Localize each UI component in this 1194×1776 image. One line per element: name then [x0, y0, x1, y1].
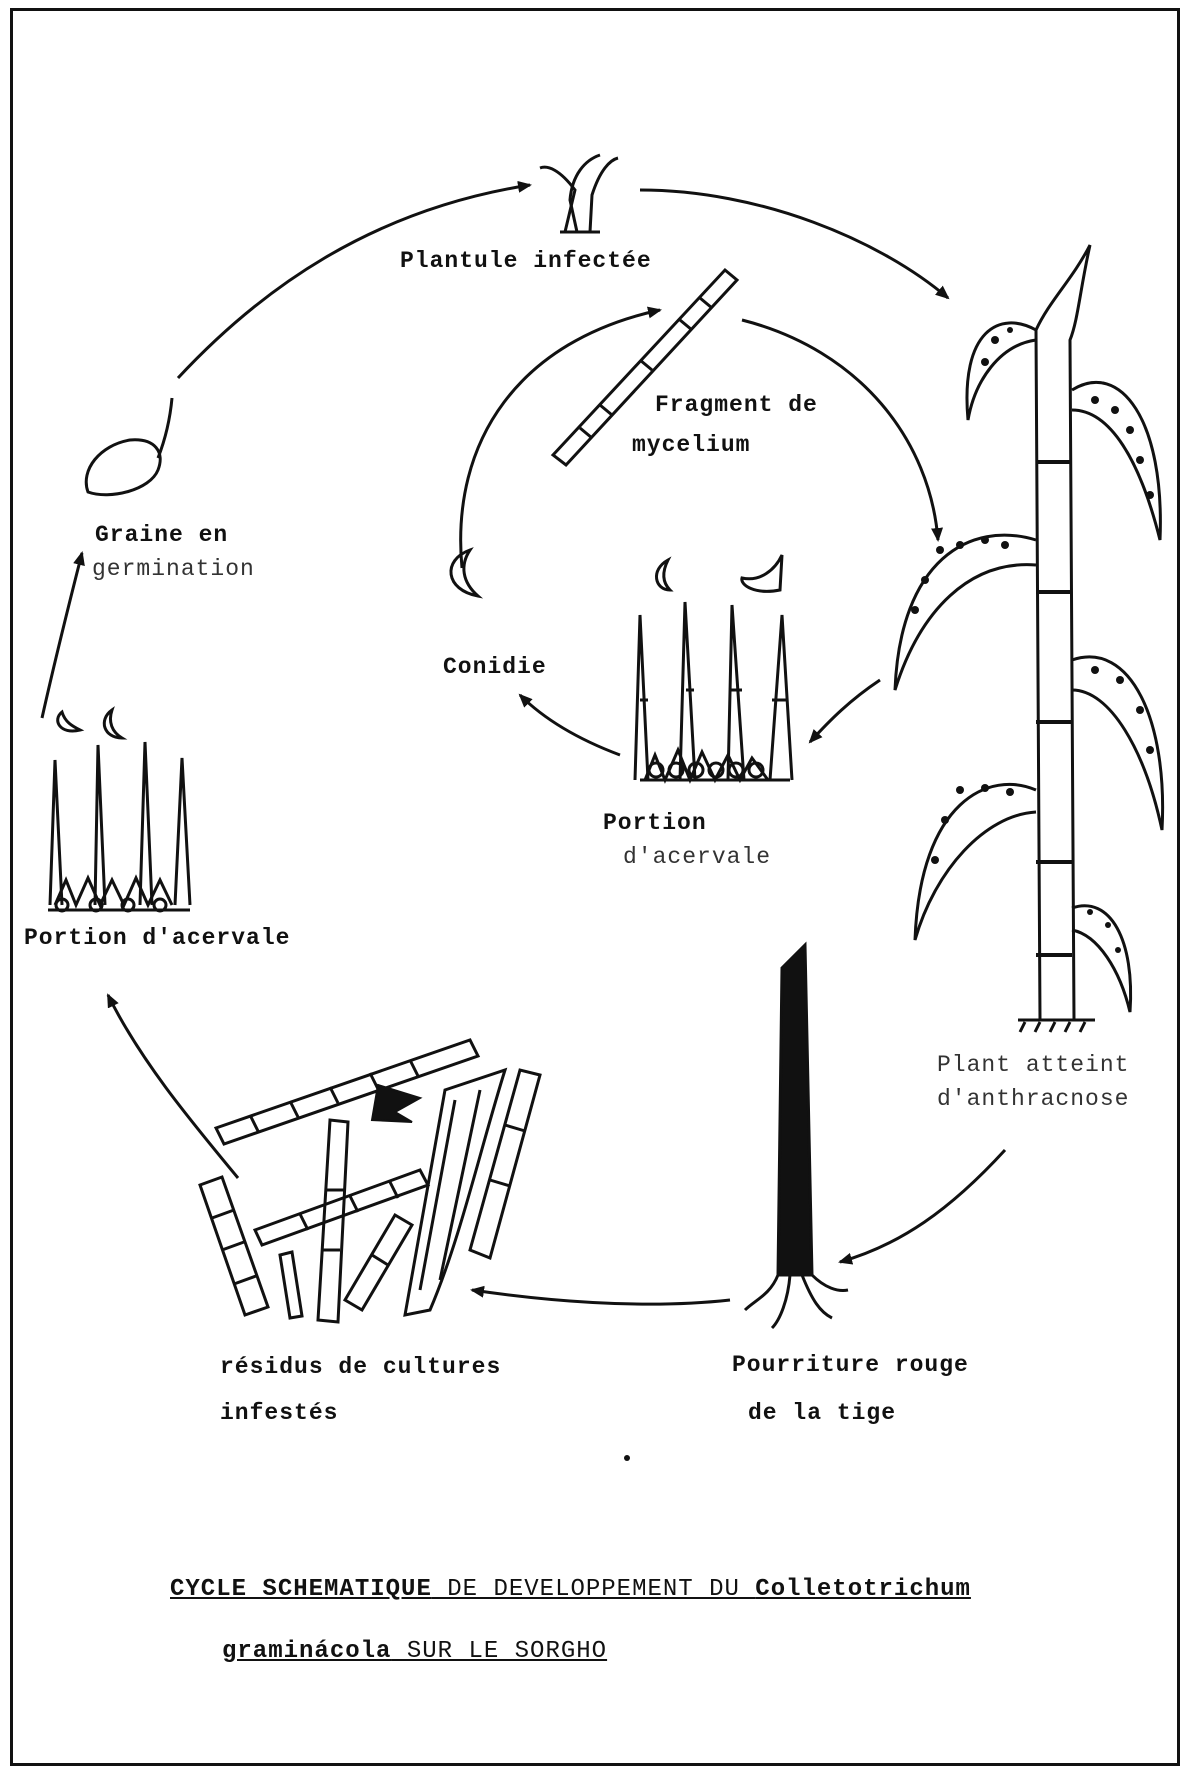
figure-caption-line2: graminácola SUR LE SORGHO [222, 1638, 607, 1665]
conidium [451, 550, 478, 596]
label-conidium: Conidie [443, 654, 547, 680]
figure-caption-line1: CYCLE SCHEMATIQUE DE DEVELOPPEMENT DU Co… [170, 1576, 971, 1603]
acervulus-center [635, 555, 792, 780]
label-mycelium-fragment-line2: mycelium [632, 432, 750, 458]
caption-species: graminácola [222, 1638, 391, 1665]
label-stalk-rot-line1: Pourriture rouge [732, 1352, 969, 1378]
label-acervulus-left: Portion d'acervale [24, 925, 290, 951]
arrow-plant-to-acervulus [810, 680, 880, 742]
infected-seedling [540, 155, 618, 232]
label-plant-line1: Plant atteint [937, 1052, 1129, 1078]
label-stalk-rot-line2: de la tige [748, 1400, 896, 1426]
caption-genus: Colletotrichum [755, 1576, 971, 1603]
caption-title: CYCLE SCHEMATIQUE [170, 1576, 432, 1603]
acervulus-left [48, 710, 190, 911]
arrow-acervulus-to-conidia [520, 695, 620, 755]
lesion-spots [911, 327, 1154, 953]
crop-residue [200, 1040, 540, 1322]
stray-dot [624, 1455, 630, 1461]
arrow-conidia-to-mycelium [461, 310, 660, 568]
caption-middle: DE DEVELOPPEMENT DU [432, 1576, 755, 1603]
label-plant-line2: d'anthracnose [937, 1086, 1129, 1112]
germinating-seed [86, 398, 172, 495]
arrow-residue-to-acervulus [108, 995, 238, 1178]
diseased-plant [895, 245, 1163, 1032]
label-germinating-seed-line2: germination [92, 556, 255, 582]
label-acervulus-center-line1: Portion [603, 810, 707, 836]
label-crop-residue-line2: infestés [220, 1400, 338, 1426]
arrow-plant-to-rot [840, 1150, 1005, 1262]
label-germinating-seed-line1: Graine en [95, 522, 228, 548]
label-mycelium-fragment-line1: Fragment de [655, 392, 818, 418]
label-infected-seedling: Plantule infectée [400, 248, 652, 274]
label-crop-residue-line1: résidus de cultures [220, 1354, 501, 1380]
inner-cycle-arrows [461, 310, 938, 755]
residue-lesion [372, 1085, 420, 1122]
caption-host: SUR LE SORGHO [391, 1638, 607, 1665]
arrow-seed-to-seedling [178, 185, 530, 378]
arrow-acervulus-to-seed [42, 553, 82, 718]
arrow-mycelium-to-plant [742, 320, 938, 540]
label-acervulus-center-line2: d'acervale [623, 844, 771, 870]
arrow-seedling-to-plant [640, 190, 948, 298]
rotted-stalk [745, 945, 848, 1328]
arrow-rot-to-residue [472, 1290, 730, 1304]
